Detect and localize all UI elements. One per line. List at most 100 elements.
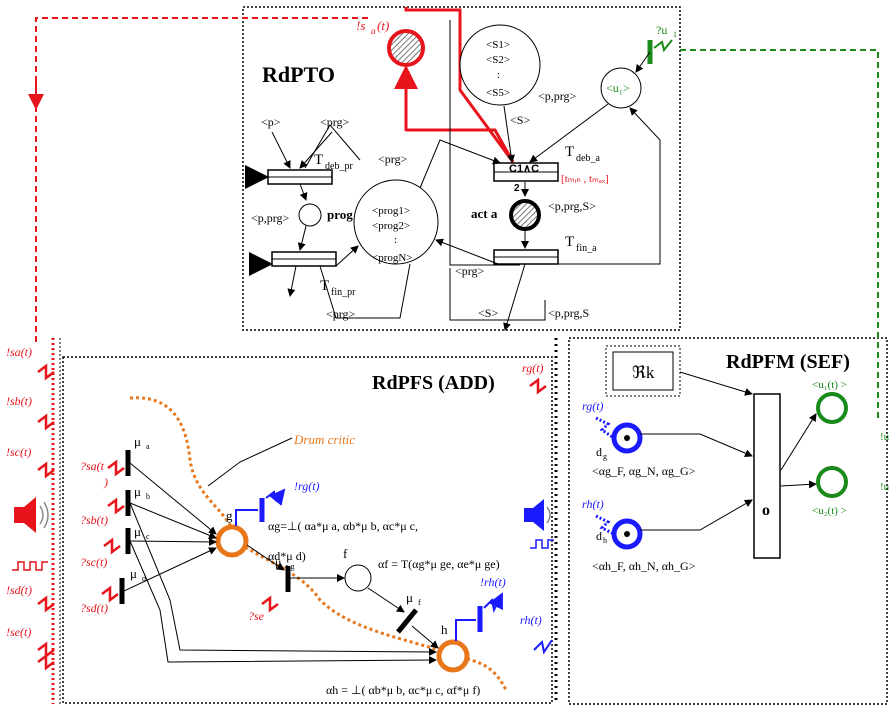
rh-output-zigzag (483, 592, 503, 614)
dh-label: d (596, 529, 602, 543)
u1-token: <u₁> (606, 81, 630, 95)
alpha-h-formula: αh = ⊥( αb*μ b, αc*μ c, αf*μ f) (326, 683, 480, 697)
act-a-label: act a (471, 206, 498, 221)
red-dashed-link (35, 17, 372, 342)
arc-f-to-muf (367, 587, 405, 613)
square-wave-right (530, 539, 554, 549)
rg-output-arc (235, 509, 258, 526)
rdpto-title: RdPTO (262, 62, 335, 87)
speaker-icon-right (524, 499, 551, 531)
label-p: <p> (261, 115, 281, 129)
qsc-label: ?sc(t) (80, 555, 107, 569)
arc-muc-to-h (129, 540, 437, 665)
prog-token-2: <prog2> (372, 220, 410, 232)
square-wave-left (12, 561, 48, 571)
muf-label: μ (406, 590, 413, 605)
tdeba-condition-sub: 2 (514, 183, 520, 194)
dh-label-sub: h (603, 536, 607, 545)
muge-label-sub: e,g (285, 562, 295, 571)
qsb-label: ?sb(t) (80, 513, 108, 527)
arc-tfinpr-down-1 (287, 265, 297, 297)
s-token-4: <S5> (486, 87, 510, 99)
arc-muf-to-h (411, 625, 439, 649)
rh-output-label: !rh(t) (480, 575, 506, 589)
arc-g-to-muge (246, 544, 285, 571)
rg-mid-label: rg(t) (522, 361, 544, 375)
tdebpr-label: T (314, 152, 323, 168)
label-S-2: <S> (478, 306, 498, 320)
place-dh-token (624, 531, 630, 537)
o-transition-label: o (762, 502, 770, 519)
place-u1-out (816, 392, 848, 424)
red-arc-top (404, 7, 462, 80)
rdpfm-title: RdPFM (SEF) (726, 351, 850, 373)
sa-label: !s a (t) (356, 18, 389, 36)
drum-critic-label: Drum critic (293, 432, 355, 447)
s-token-3: : (497, 69, 500, 81)
arc-tfina-to-prog (435, 238, 499, 265)
mu-a-transition: μ a (125, 434, 150, 476)
place-h-label: h (441, 622, 448, 637)
mu-d-transition: μ d (119, 566, 146, 604)
muf-bar (396, 608, 418, 634)
left-signal-se: !se(t) (6, 625, 31, 639)
tfinpr-label: T (320, 278, 329, 294)
arc-mub-to-h (129, 502, 437, 656)
arc-prog-to-tdebpr (304, 124, 361, 169)
rk-label: ℜk (632, 363, 655, 382)
mu-d-label-sub: d (142, 574, 146, 583)
arc-p-to-tdebpr (271, 131, 291, 169)
prog-token-4: <progN> (372, 252, 413, 264)
dg-label-sub: g (603, 452, 607, 461)
rg-output-zigzag (265, 488, 286, 506)
rh-output-arc (455, 619, 476, 641)
mu-c-label: μ (134, 524, 141, 539)
arc-prog-to-tdeba (419, 139, 501, 189)
place-f-label: f (343, 546, 348, 561)
label-prg-2: <prg> (378, 152, 408, 166)
qsa-label-2: ) (103, 475, 108, 489)
red-arc-right (458, 80, 515, 163)
u-out-1: !u (880, 431, 890, 443)
tfina-label-sub: fin_a (576, 243, 597, 254)
arc-o-to-u1 (780, 413, 817, 471)
sa-place (387, 29, 425, 67)
tdeba-label-sub: deb_a (576, 153, 600, 164)
rdpfs-frame (62, 356, 553, 704)
left-signal-sa: !sa(t) (6, 345, 32, 359)
label-pprg-u1: <p,prg> (538, 89, 577, 103)
s-token-1: <S1> (486, 39, 510, 51)
tdeba-interval: [tₘᵢₙ , tₘₐₓ] (561, 173, 609, 185)
rdpfs-title: RdPFS (ADD) (372, 372, 495, 394)
label-pprg-1: <p,prg> (251, 211, 290, 225)
rg-in-label: rg(t) (582, 399, 604, 413)
act-a-place (509, 199, 541, 231)
rg-mid-zigzag (529, 377, 547, 395)
tfinpr-label-sub: fin_pr (331, 287, 356, 298)
place-g-label: g (226, 508, 233, 523)
label-S-1: <S> (510, 113, 530, 127)
rh-mid-zigzag (533, 639, 553, 655)
rg-in-dotted (595, 416, 615, 440)
mu-c-label-sub: c (146, 532, 150, 541)
mu-b-label: μ (134, 484, 141, 499)
rg-output-label: !rg(t) (294, 479, 320, 493)
drum-critic-pointer (207, 437, 293, 487)
label-prg-1: <prg> (320, 115, 350, 129)
arc-tfina-to-s (449, 20, 520, 266)
rh-in-label: rh(t) (582, 497, 604, 511)
red-arc-c1c2 (406, 128, 515, 163)
u1-input-label: ?u (656, 23, 667, 37)
arc-mud-to-g (123, 547, 217, 592)
tfina-label: T (565, 234, 574, 250)
left-zigzags (37, 363, 55, 671)
arc-progsmall-to-tfinpr (297, 225, 307, 251)
place-dg-token (624, 435, 630, 441)
prog-place (353, 179, 439, 265)
s-token-2: <S2> (486, 54, 510, 66)
u-out-2: !u (880, 481, 890, 493)
place-g (215, 524, 249, 558)
tdebpr-label-sub: deb_pr (325, 161, 353, 172)
rk-box-inner (612, 351, 674, 391)
prog-token-3: : (394, 234, 397, 246)
